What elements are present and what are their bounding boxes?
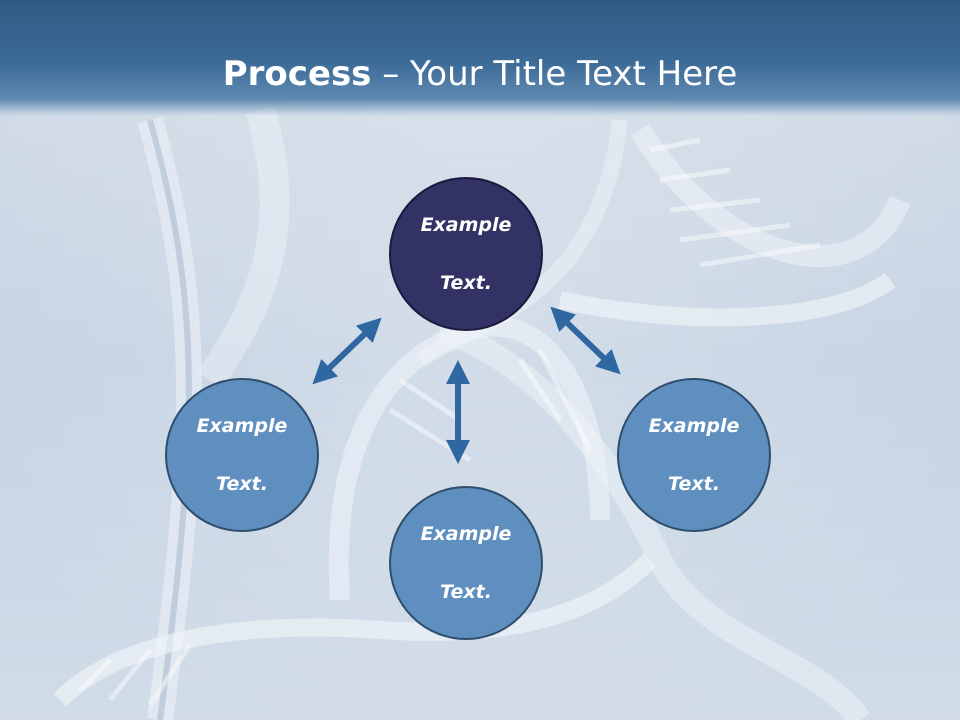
node-left-line1: Example (196, 414, 288, 437)
title-bar: Process – Your Title Text Here (0, 0, 960, 116)
title-bold: Process (222, 54, 372, 94)
node-top-line2: Text. (440, 271, 492, 294)
node-right-line2: Text. (668, 472, 720, 495)
title-rest: – Your Title Text Here (371, 54, 738, 94)
node-top-line1: Example (420, 213, 512, 236)
node-bottom-line1: Example (420, 522, 512, 545)
slide-title[interactable]: Process – Your Title Text Here (0, 52, 960, 96)
node-bottom-line2: Text. (440, 580, 492, 603)
node-left-line2: Text. (216, 472, 268, 495)
node-right-line1: Example (648, 414, 740, 437)
